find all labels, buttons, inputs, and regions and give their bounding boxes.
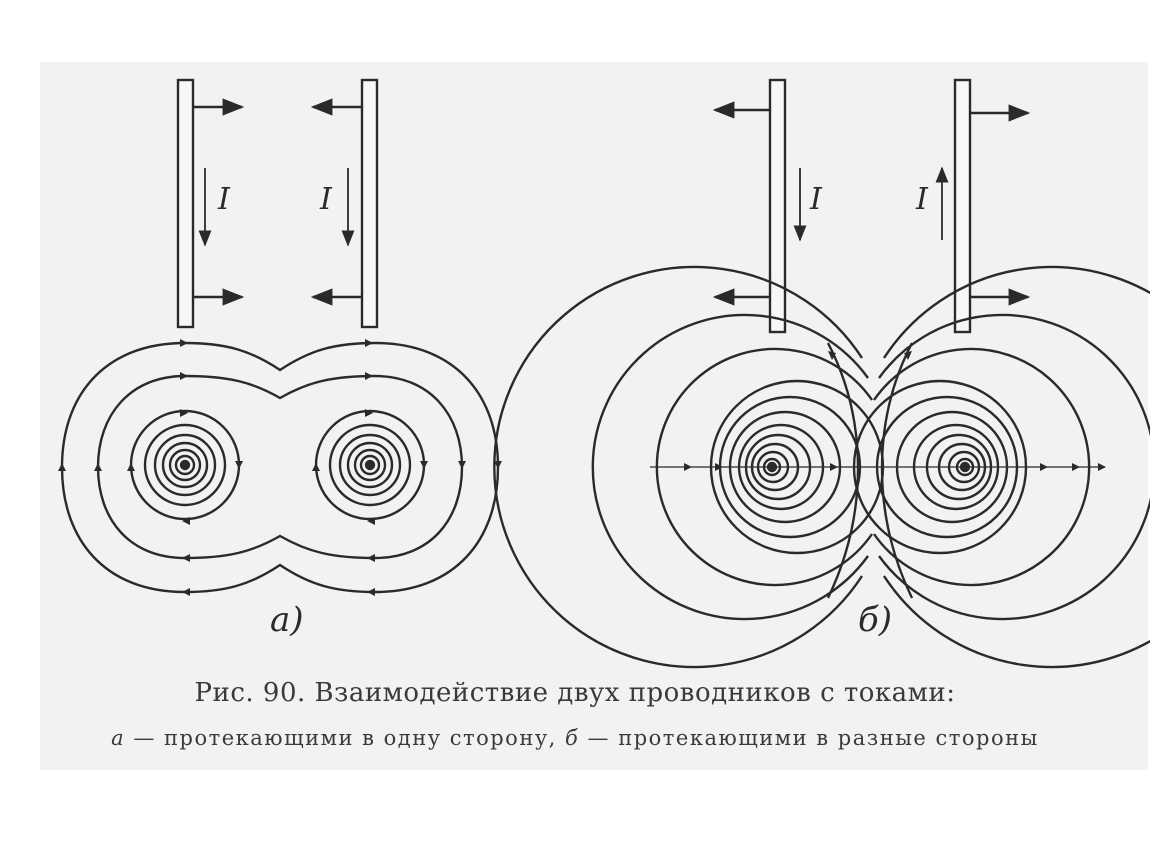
caption-item-a-text: — протекающими в одну сторону,: [125, 726, 566, 750]
field-line-cross: [826, 342, 860, 599]
field-ring: [353, 448, 387, 482]
conductor-b-left: [768, 78, 787, 334]
caption-subtitle: а — протекающими в одну сторону, б — про…: [0, 726, 1150, 750]
field-ring: [143, 423, 227, 507]
caption-item-b-letter: б: [565, 726, 580, 750]
conductor-b-right: [953, 78, 972, 334]
conductor-cross-section: [179, 459, 191, 471]
field-arc: [882, 265, 1150, 669]
panel-a-label: а): [270, 600, 304, 640]
panel-a: [58, 78, 502, 596]
current-label: I: [218, 182, 230, 217]
panel-b: [493, 78, 1150, 669]
field-ring: [328, 423, 412, 507]
field-loop-outer: [60, 341, 500, 594]
caption-title: Рис. 90. Взаимодействие двух проводников…: [194, 678, 956, 708]
field-ring: [168, 448, 202, 482]
current-label: I: [810, 182, 822, 217]
conductor-a-right: [360, 78, 379, 329]
field-loop-middle: [96, 374, 464, 560]
field-arc: [493, 265, 864, 669]
panel-b-label: б): [858, 600, 893, 640]
caption-item-a-letter: а: [111, 726, 126, 750]
caption-item-b-text: — протекающими в разные стороны: [579, 726, 1039, 750]
field-line-cross: [880, 342, 914, 599]
field-ring: [359, 454, 381, 476]
field-ring: [161, 441, 209, 489]
conductor-a-left: [176, 78, 195, 329]
field-ring: [153, 433, 217, 497]
current-label: I: [916, 182, 928, 217]
field-arc: [591, 313, 869, 621]
field-arc: [878, 313, 1150, 621]
field-ring: [174, 454, 196, 476]
field-direction-ticks: [58, 339, 502, 596]
current-label: I: [320, 182, 332, 217]
field-ring: [338, 433, 402, 497]
field-ring: [346, 441, 394, 489]
conductor-cross-section: [364, 459, 376, 471]
